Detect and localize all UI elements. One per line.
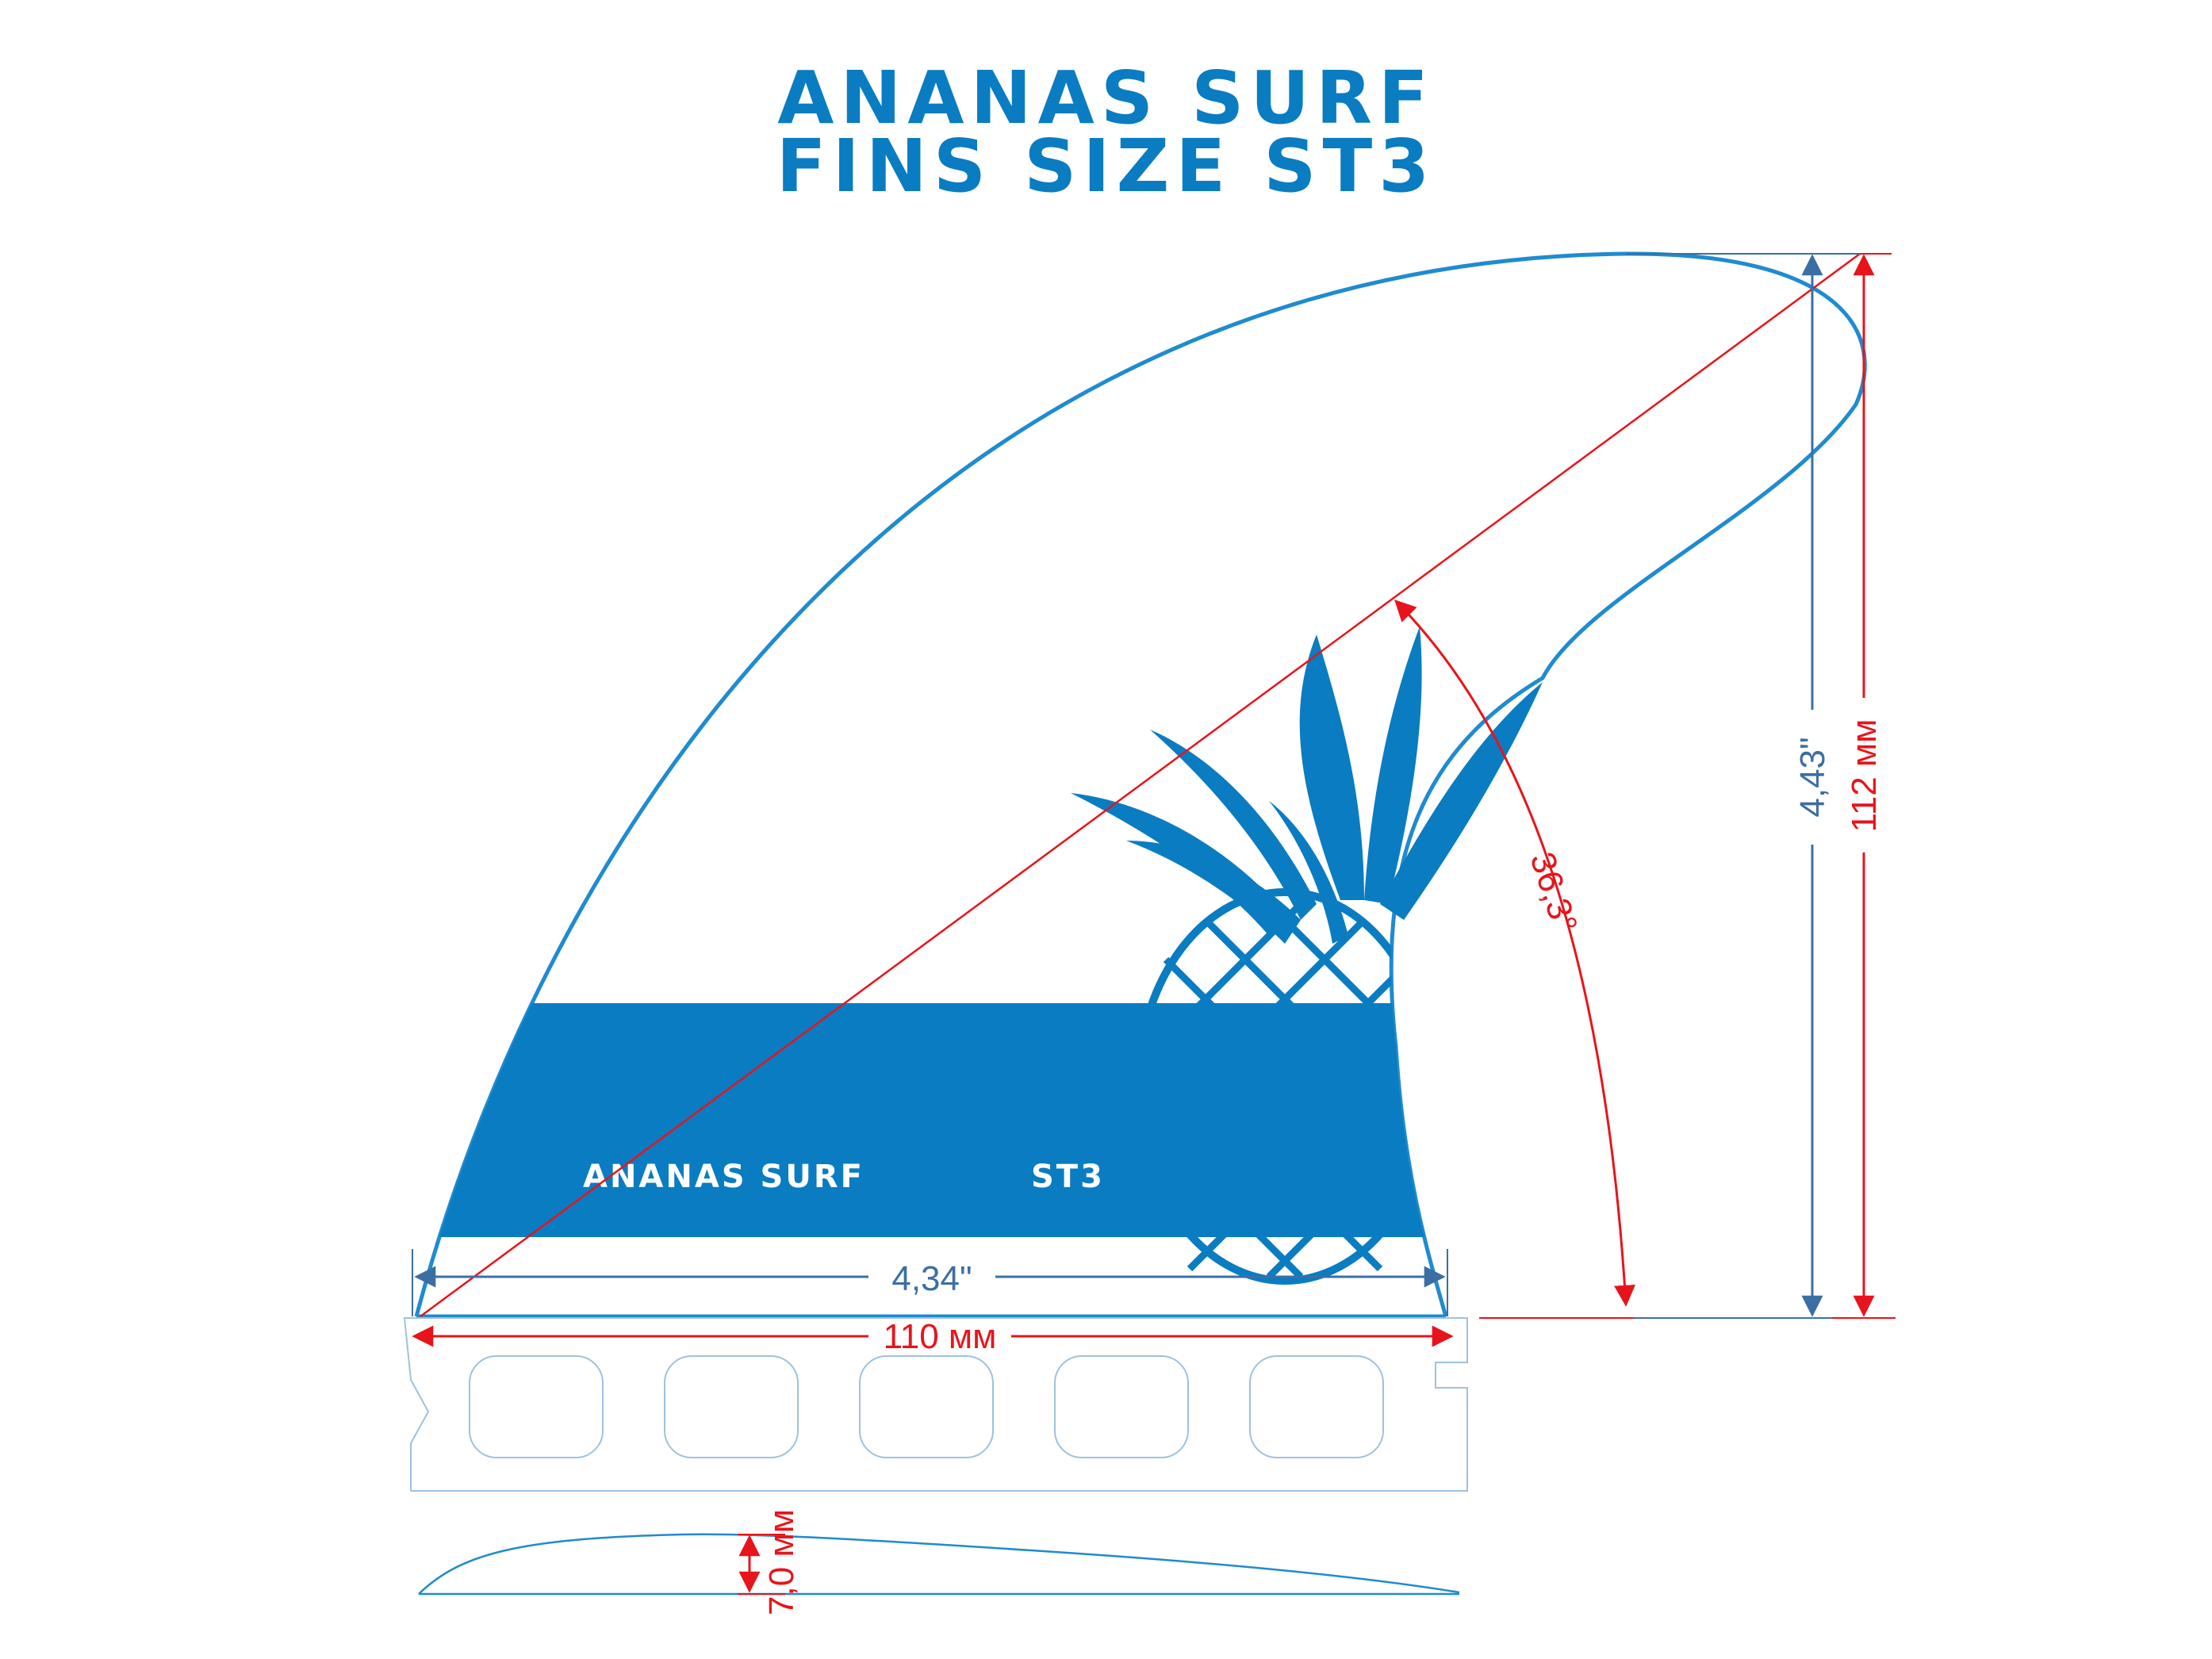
angle-arc-gap bbox=[1541, 891, 1582, 1013]
fin-box-slot-5 bbox=[1249, 1355, 1384, 1458]
band-brand-text: ANANAS SURF bbox=[583, 1159, 864, 1195]
angle-arc bbox=[1394, 600, 1635, 1307]
thickness-label: 7,0 мм bbox=[762, 1509, 801, 1615]
fin-box bbox=[403, 1317, 1468, 1492]
fin-outline bbox=[414, 251, 1867, 1317]
height-inch-label: 4,43" bbox=[1793, 737, 1832, 817]
fin-box-slot-2 bbox=[664, 1355, 799, 1458]
base-mm-label: 110 мм bbox=[884, 1317, 997, 1356]
diagonal-line bbox=[420, 252, 1861, 1318]
fin-box-slot-1 bbox=[469, 1355, 604, 1458]
fin-box-slot-4 bbox=[1054, 1355, 1189, 1458]
brand-band bbox=[416, 1003, 1586, 1237]
title-line-2: FINS SIZE ST3 bbox=[776, 124, 1436, 209]
band-model-text: ST3 bbox=[1031, 1159, 1105, 1195]
height-mm-label: 112 мм bbox=[1845, 719, 1884, 833]
foil-profile bbox=[418, 1533, 1460, 1595]
title-line-1: ANANAS SURF bbox=[777, 56, 1435, 140]
angle-label: 36,3° bbox=[1523, 848, 1585, 937]
base-inch-label: 4,34" bbox=[891, 1259, 972, 1298]
fin-box-slot-3 bbox=[859, 1355, 994, 1458]
